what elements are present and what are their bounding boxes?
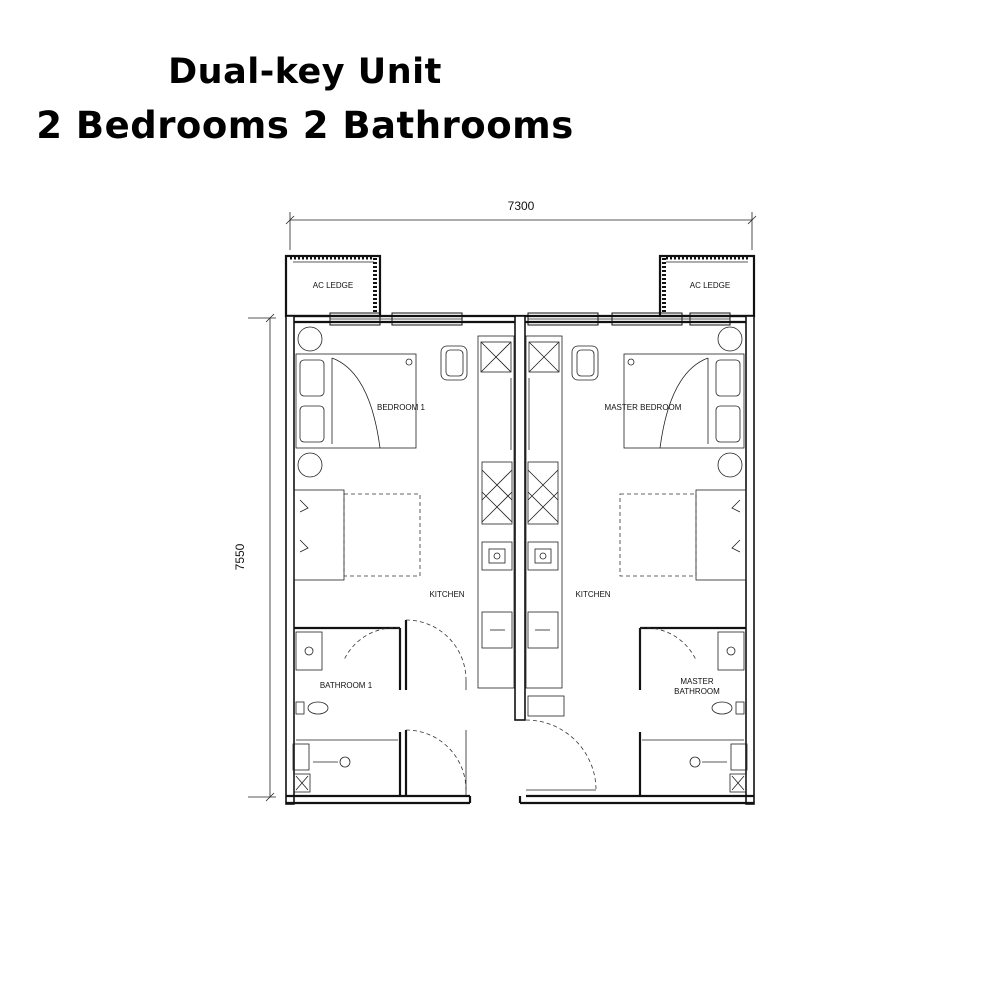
bathroom-1-label: BATHROOM 1 [320,681,373,690]
entry-doors [404,619,597,796]
ac-ledge-left-label: AC LEDGE [313,281,353,290]
bedroom-1-label: BEDROOM 1 [377,403,426,412]
ac-ledge-left: AC LEDGE [284,254,382,318]
width-dimension-label: 7300 [508,199,535,213]
party-wall [514,315,526,721]
bathroom-1: BATHROOM 1 [292,626,402,796]
kitchen-right: KITCHEN [525,335,611,717]
master-bathroom: MASTER BATHROOM [638,626,748,796]
depth-dimension: 7550 [233,313,276,802]
width-dimension: 7300 [285,199,757,250]
master-bedroom-label: MASTER BEDROOM [605,403,682,412]
plan-title: Dual-key Unit [168,52,442,92]
depth-dimension-label: 7550 [233,543,247,570]
plan-subtitle: 2 Bedrooms 2 Bathrooms [36,104,574,147]
master-bathroom-label-line1: MASTER [680,677,714,686]
ac-ledge-right-label: AC LEDGE [690,281,730,290]
master-bedroom: MASTER BEDROOM [571,326,747,581]
kitchen-left-label: KITCHEN [429,590,464,599]
kitchen-right-label: KITCHEN [575,590,610,599]
ac-ledge-right: AC LEDGE [658,254,756,318]
master-bathroom-label-line2: BATHROOM [674,687,720,696]
kitchen-left: KITCHEN [429,335,515,689]
bedroom-1: BEDROOM 1 [293,326,468,581]
